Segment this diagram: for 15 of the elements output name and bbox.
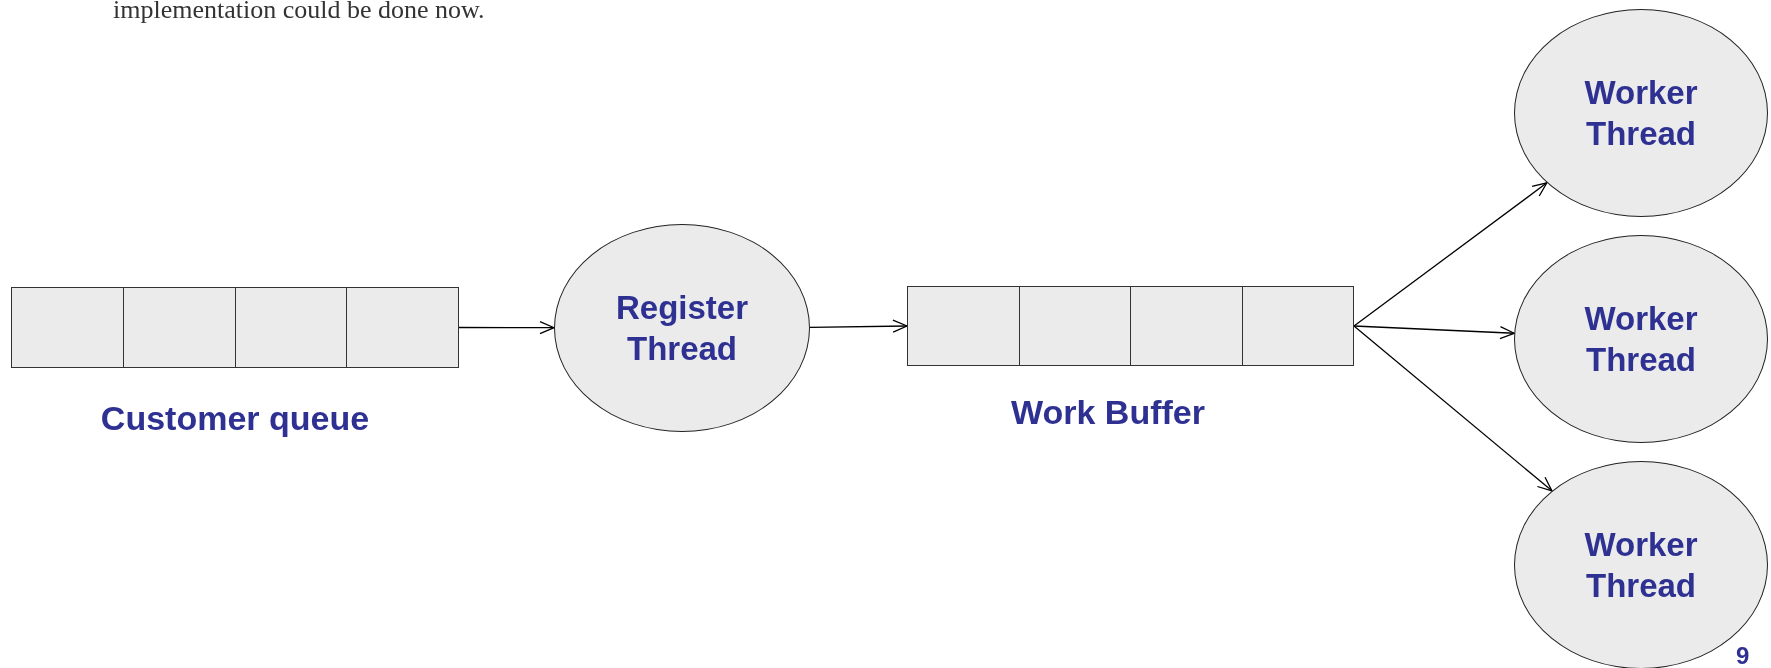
queue-bar [11, 287, 459, 368]
body-text: implementation could be done now. [113, 0, 485, 26]
arrow [1353, 325, 1553, 492]
thread-label: Worker Thread [1583, 73, 1699, 154]
arrow [809, 319, 908, 333]
thread-label: Worker Thread [1583, 299, 1699, 380]
arrow [1353, 325, 1515, 340]
arrow [458, 321, 555, 335]
thread-label: Worker Thread [1583, 525, 1699, 606]
arrow [1353, 182, 1548, 327]
queue-caption: Customer queue [100, 397, 370, 439]
queue-caption: Work Buffer [1011, 391, 1205, 433]
queue-bar [907, 286, 1354, 366]
page-number: 9 [1736, 644, 1750, 668]
thread-label: Register Thread [614, 288, 750, 369]
